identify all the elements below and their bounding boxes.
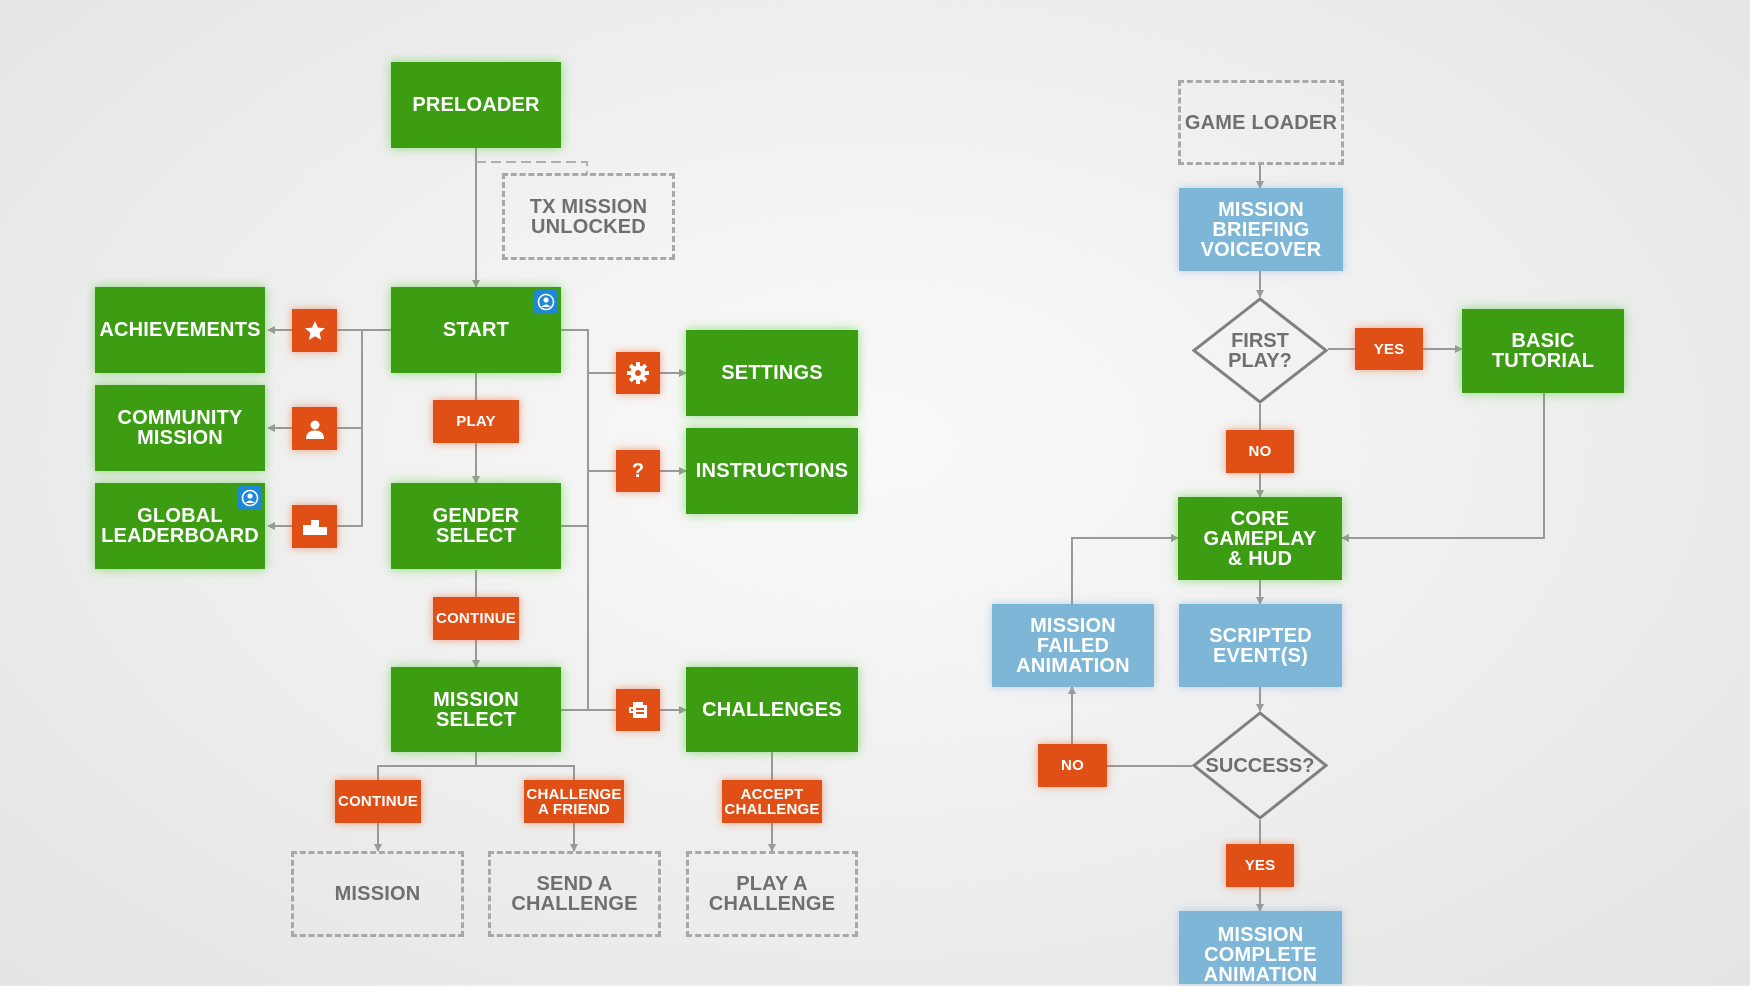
- mission-briefing-voiceover-node: MISSION BRIEFING VOICEOVER: [1179, 188, 1343, 271]
- tx-mission-unlocked-node: TX MISSION UNLOCKED: [502, 173, 675, 260]
- challenges-node: CHALLENGES: [686, 667, 858, 752]
- edge-right-bus: [561, 329, 589, 711]
- accept-challenge-label: ACCEPT CHALLENGE: [722, 780, 822, 823]
- challenge-icon: [616, 689, 660, 731]
- mission-failed-animation-node: MISSION FAILED ANIMATION: [992, 604, 1154, 687]
- achievements-node: ACHIEVEMENTS: [95, 287, 265, 373]
- success-decision: SUCCESS?: [1192, 711, 1328, 820]
- start-node: START: [391, 287, 561, 373]
- edge-mission-select-split: [377, 752, 575, 780]
- play-label: PLAY: [433, 400, 519, 443]
- success-label: SUCCESS?: [1205, 754, 1315, 777]
- star-icon: [292, 309, 337, 352]
- edge-failed-core: [1071, 534, 1179, 604]
- start-label: START: [442, 319, 510, 341]
- core-gameplay-hud-node: CORE GAMEPLAY & HUD: [1178, 497, 1342, 580]
- preloader-node: PRELOADER: [391, 62, 561, 148]
- no-label: NO: [1226, 430, 1294, 473]
- yes-label: YES: [1226, 844, 1294, 887]
- continue-label: CONTINUE: [335, 780, 421, 823]
- yes-label: YES: [1355, 328, 1423, 370]
- podium-icon: [292, 505, 337, 548]
- instructions-node: INSTRUCTIONS: [686, 428, 858, 514]
- play-a-challenge-node: PLAY A CHALLENGE: [686, 851, 858, 937]
- send-a-challenge-node: SEND A CHALLENGE: [488, 851, 661, 937]
- person-icon: [292, 407, 337, 450]
- edge-preloader-tx: [476, 161, 588, 175]
- first-play-label: FIRST PLAY?: [1228, 329, 1292, 372]
- profile-badge-icon: [238, 486, 262, 510]
- gender-select-node: GENDER SELECT: [391, 483, 561, 569]
- scripted-events-node: SCRIPTED EVENT(S): [1179, 604, 1342, 687]
- community-mission-node: COMMUNITY MISSION: [95, 385, 265, 471]
- global-leaderboard-label: GLOBAL LEADERBOARD: [101, 505, 259, 547]
- first-play-decision: FIRST PLAY?: [1192, 297, 1328, 404]
- settings-node: SETTINGS: [686, 330, 858, 416]
- global-leaderboard-node: GLOBAL LEADERBOARD: [95, 483, 265, 569]
- mission-complete-animation-node: MISSION COMPLETE ANIMATION: [1179, 911, 1342, 985]
- gear-icon: [616, 352, 660, 394]
- no-label: NO: [1038, 744, 1107, 787]
- basic-tutorial-node: BASIC TUTORIAL: [1462, 309, 1624, 393]
- question-icon: ?: [616, 450, 660, 492]
- question-glyph: ?: [631, 459, 645, 482]
- mission-node: MISSION: [291, 851, 464, 937]
- mission-select-node: MISSION SELECT: [391, 667, 561, 752]
- game-loader-node: GAME LOADER: [1178, 80, 1344, 165]
- challenge-a-friend-label: CHALLENGE A FRIEND: [524, 780, 624, 823]
- edge-tutorial-core: [1341, 393, 1545, 542]
- continue-label: CONTINUE: [433, 597, 519, 640]
- profile-badge-icon: [534, 290, 558, 314]
